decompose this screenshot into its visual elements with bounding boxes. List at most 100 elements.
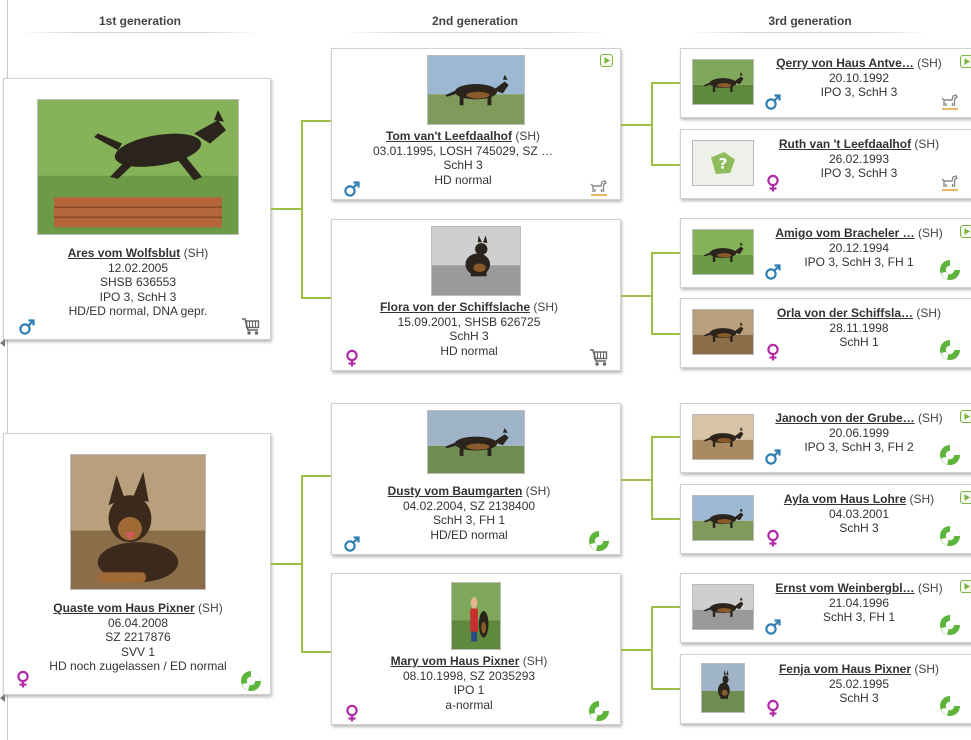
dog-detail-line: SchH 3, FH 1 [432, 513, 506, 528]
dog-info: Flora von der Schiffslache (SH)15.09.200… [338, 300, 600, 358]
grandparent-card[interactable]: Dusty vom Baumgarten (SH)04.02.2004, SZ … [331, 403, 621, 555]
dog-photo[interactable] [451, 582, 501, 650]
collapse-arrow-icon[interactable] [0, 694, 5, 702]
tree-connector [651, 252, 653, 335]
wheel-icon[interactable] [588, 530, 610, 552]
wheel-icon[interactable] [939, 339, 961, 361]
tree-connector [301, 120, 303, 298]
wheel-icon[interactable] [588, 700, 610, 722]
dog-detail-line: SchH 3 [443, 158, 483, 173]
svg-text:?: ? [718, 155, 727, 172]
cart-icon[interactable] [240, 315, 262, 337]
cart-icon[interactable] [588, 346, 610, 368]
dog-name-link[interactable]: Ayla vom Haus Lohre [783, 492, 907, 506]
male-symbol-icon [764, 263, 782, 281]
dog-name-line: Amigo vom Bracheler … (SH) [761, 226, 957, 241]
dog-name-link[interactable]: Ruth van 't Leefdaalhof [778, 137, 912, 151]
dog-detail-line: 04.03.2001 [828, 506, 890, 521]
dog-name-link[interactable]: Flora von der Schiffslache [379, 300, 531, 314]
dog-photo[interactable] [427, 55, 525, 125]
dog-detail-line: IPO 3, SchH 3 [99, 289, 177, 304]
wheel-icon[interactable] [939, 525, 961, 547]
dog-info: Mary vom Haus Pixner (SH)08.10.1998, SZ … [338, 654, 600, 712]
dog-icon[interactable] [939, 170, 961, 192]
dog-photo[interactable] [427, 410, 525, 474]
dog-photo[interactable] [692, 414, 754, 460]
collapse-arrow-icon[interactable] [0, 339, 5, 347]
video-play-icon[interactable] [960, 410, 971, 423]
dog-photo[interactable] [692, 309, 754, 355]
dog-name-link[interactable]: Janoch von der Grube… [775, 411, 915, 425]
dog-name-link[interactable]: Quaste vom Haus Pixner [53, 601, 195, 615]
dog-detail-line: SVV 1 [120, 644, 156, 659]
dog-photo[interactable]: ? [692, 140, 754, 186]
wheel-icon[interactable] [939, 695, 961, 717]
dog-photo[interactable] [37, 99, 239, 235]
video-play-icon[interactable] [600, 54, 613, 67]
dog-name-link[interactable]: Qerry von Haus Antve… [776, 56, 914, 70]
dog-name-line: Dusty vom Baumgarten (SH) [338, 484, 600, 499]
dog-name-link[interactable]: Amigo vom Bracheler … [775, 226, 915, 240]
dog-icon[interactable] [939, 89, 961, 111]
dog-detail-line: IPO 3, SchH 3 [820, 85, 898, 100]
dog-detail-line: HD/ED normal [430, 527, 508, 542]
dog-name-link[interactable]: Tom van't Leefdaalhof [386, 129, 512, 143]
breed-code: (SH) [906, 492, 935, 506]
dog-photo[interactable] [692, 495, 754, 541]
dog-name-link[interactable]: Ernst vom Weinberg​bl… [775, 581, 915, 595]
wheel-icon[interactable] [240, 670, 262, 692]
dog-name-link[interactable]: Orla von der Schiffsla… [776, 306, 914, 320]
dog-name-link[interactable]: Fenja vom Haus Pixner [778, 662, 912, 676]
dog-name-link[interactable]: Mary vom Haus Pixner [390, 654, 520, 668]
tree-connector [651, 436, 680, 438]
breed-code: (SH) [511, 129, 540, 143]
video-play-icon[interactable] [960, 491, 971, 504]
dog-detail-line: HD noch zugelassen / ED normal [49, 659, 227, 674]
wheel-icon[interactable] [939, 259, 961, 281]
tree-connector [301, 475, 331, 477]
dog-detail-line: 12.02.2005 [107, 260, 169, 275]
left-border-line [7, 0, 8, 740]
female-symbol-icon [764, 174, 782, 192]
dog-detail-line: HD/ED normal, DNA gepr. [68, 304, 208, 319]
dog-detail-line: 20.06.1999 [828, 425, 890, 440]
video-play-icon[interactable] [960, 225, 971, 238]
tree-connector [651, 606, 680, 608]
male-symbol-icon [343, 535, 361, 553]
grandparent-card[interactable]: Tom van't Leefdaalhof (SH)03.01.1995, LO… [331, 48, 621, 200]
dog-photo[interactable] [692, 584, 754, 630]
dog-photo[interactable] [692, 59, 754, 105]
dog-name-link[interactable]: Dusty vom Baumgarten [387, 484, 523, 498]
grandparent-card[interactable]: Flora von der Schiffslache (SH)15.09.200… [331, 219, 621, 371]
video-play-icon[interactable] [960, 55, 971, 68]
wheel-icon[interactable] [939, 614, 961, 636]
header-1st-generation: 1st generation [20, 13, 260, 35]
dog-icon[interactable] [588, 175, 610, 197]
dog-name-link[interactable]: Ares vom Wolfsblut [67, 246, 181, 260]
grandparent-card[interactable]: Mary vom Haus Pixner (SH)08.10.1998, SZ … [331, 573, 621, 725]
dog-photo[interactable] [701, 663, 745, 713]
dog-name-line: Qerry von Haus Antve… (SH) [761, 56, 957, 71]
video-play-icon[interactable] [960, 580, 971, 593]
dog-photo[interactable] [431, 226, 521, 296]
breed-code: (SH) [911, 662, 940, 676]
dog-photo[interactable] [692, 229, 754, 275]
dog-name-line: Mary vom Haus Pixner (SH) [338, 654, 600, 669]
wheel-icon[interactable] [939, 444, 961, 466]
dog-photo[interactable] [70, 454, 206, 590]
